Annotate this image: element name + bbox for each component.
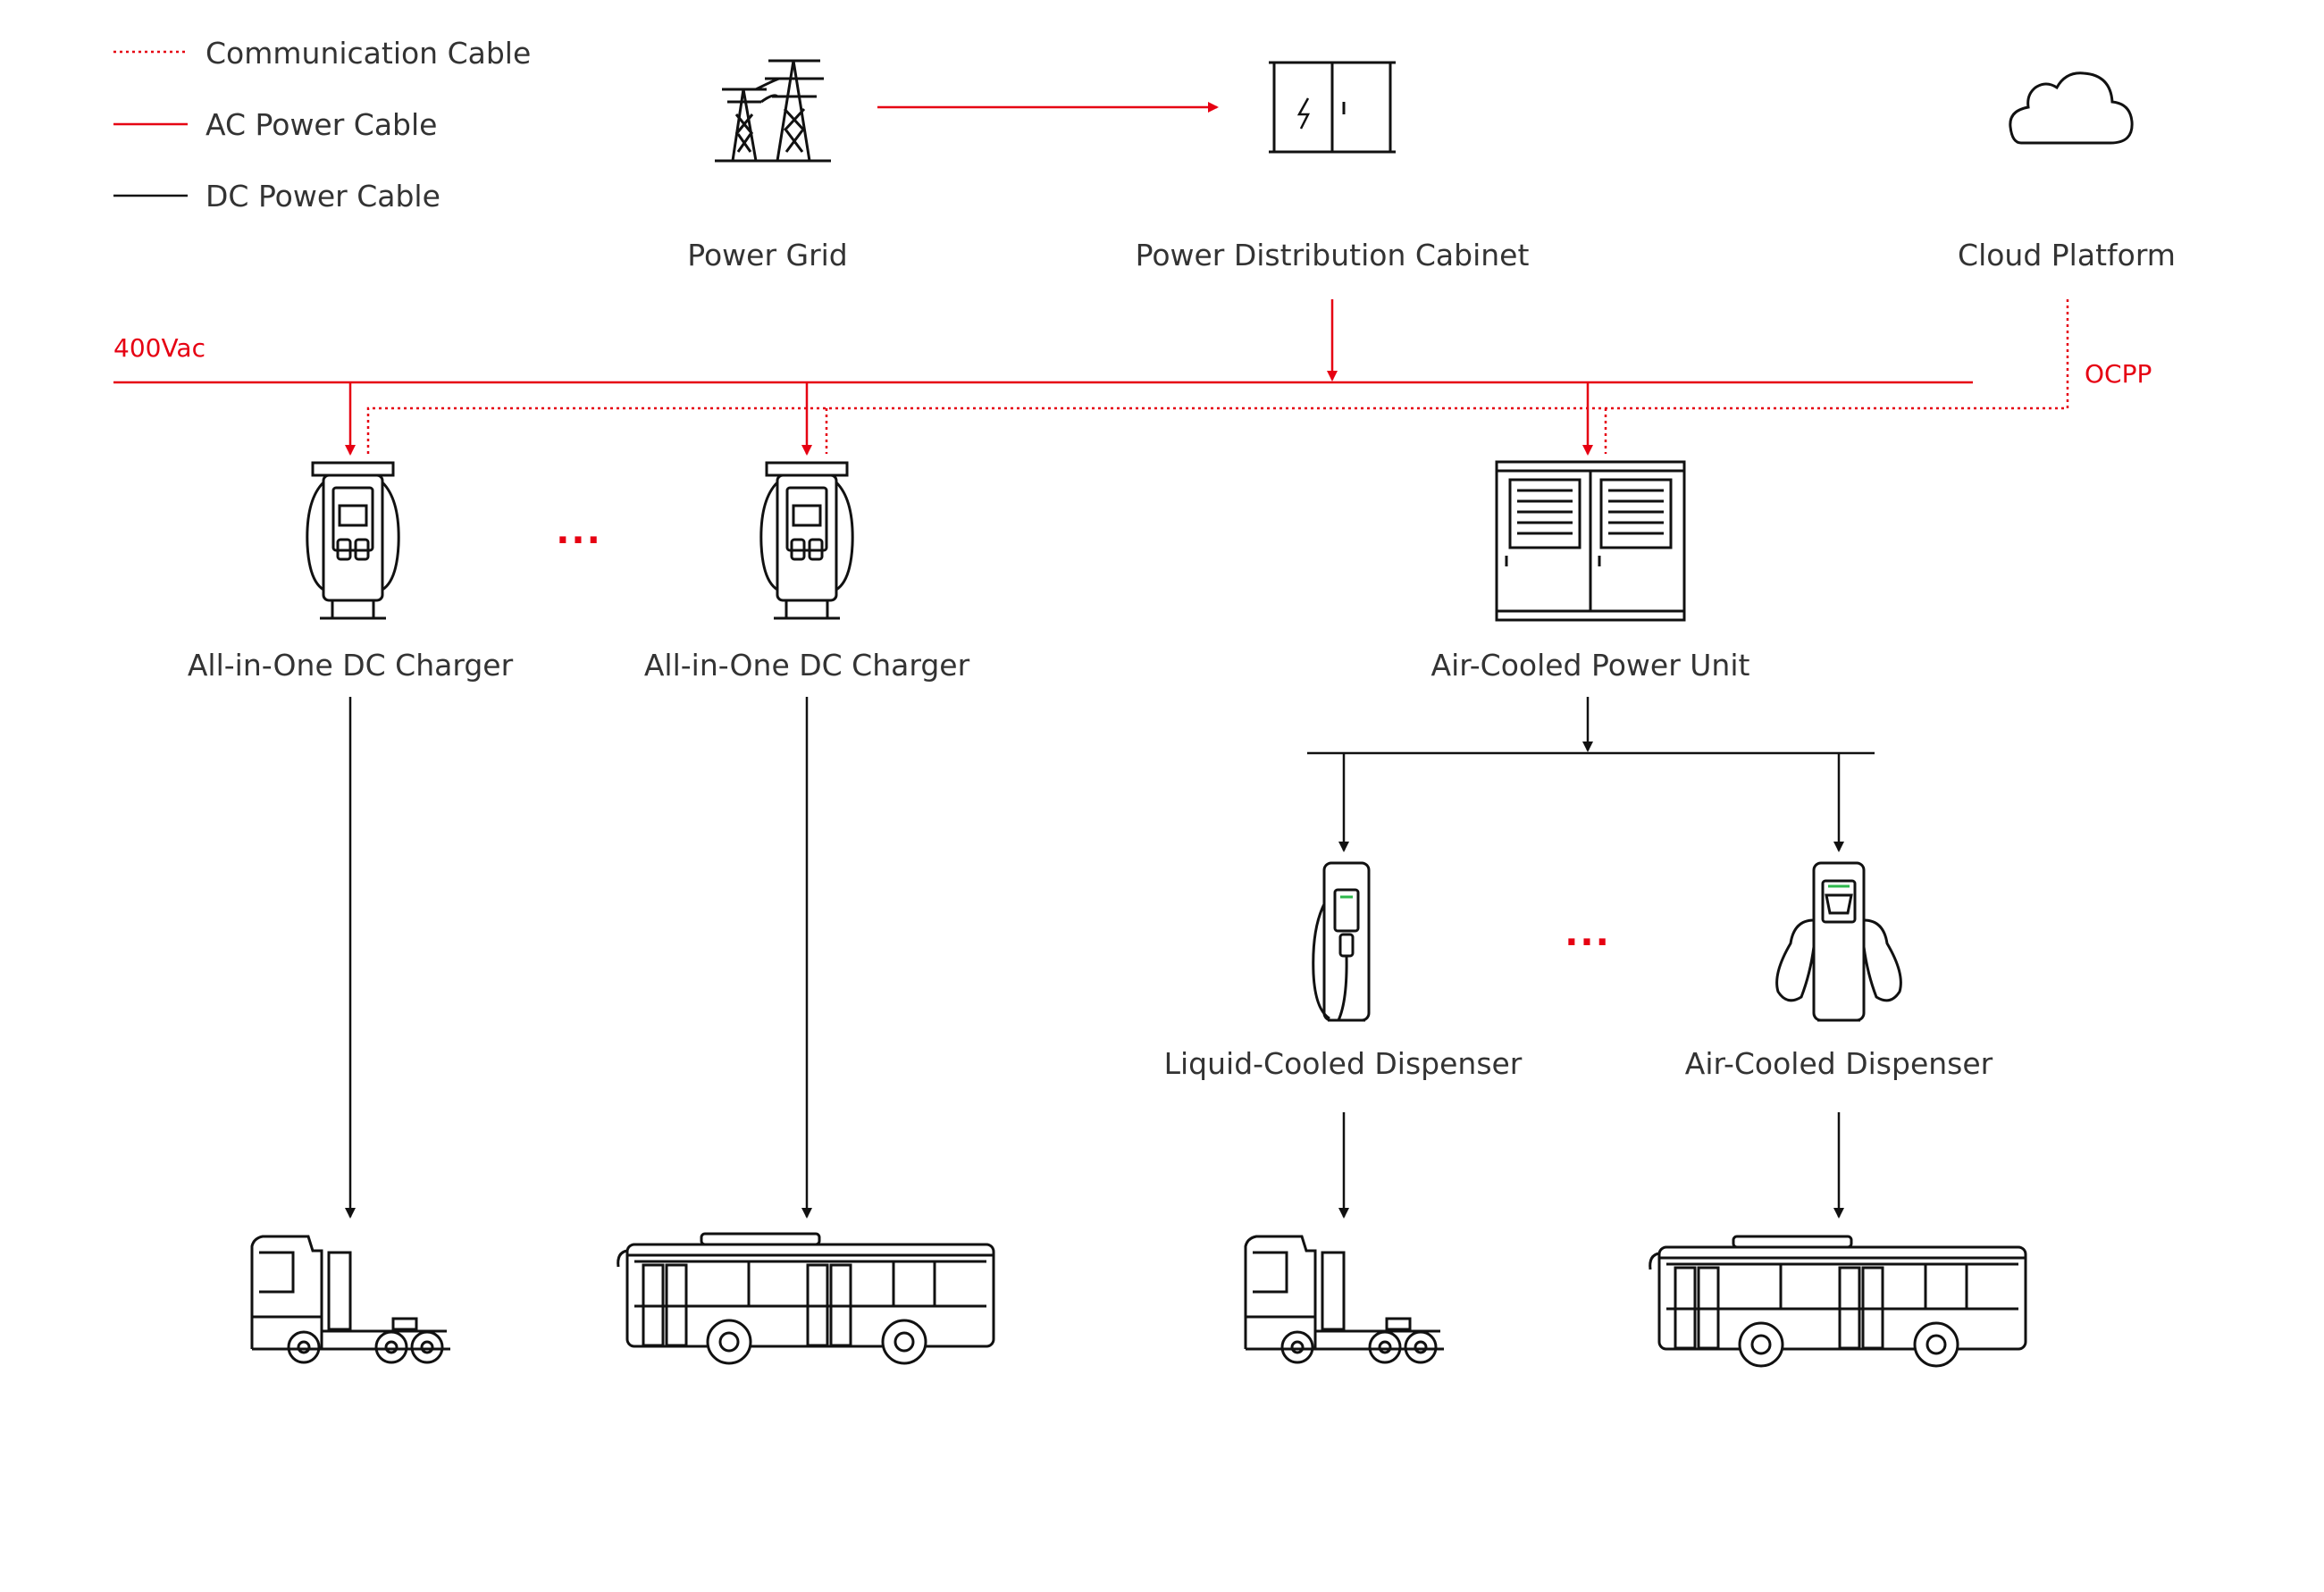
air-dispenser-icon	[1775, 861, 1902, 1022]
power-grid-label: Power Grid	[687, 238, 848, 272]
dc-charger-icon	[306, 461, 400, 620]
cabinet-label: Power Distribution Cabinet	[1135, 238, 1530, 272]
liquid-dispenser-label: Liquid-Cooled Dispenser	[1163, 1046, 1523, 1081]
charger-ellipsis: ...	[556, 511, 602, 552]
truck-icon	[250, 1235, 450, 1364]
cloud-platform-label: Cloud Platform	[1958, 238, 2176, 272]
cabinet-icon	[1269, 61, 1396, 154]
liquid-dispenser-icon	[1312, 861, 1371, 1022]
bus-icon	[1649, 1235, 2027, 1368]
ocpp-label: OCPP	[2085, 359, 2152, 389]
charger-2-label: All-in-One DC Charger	[643, 648, 970, 683]
ocpp-communication-line	[366, 299, 2069, 454]
air-dispenser-label: Air-Cooled Dispenser	[1684, 1046, 1993, 1081]
bus-icon	[617, 1232, 995, 1365]
legend-label-communication: Communication Cable	[206, 36, 532, 71]
legend-lines	[113, 50, 188, 197]
legend-label-dc: DC Power Cable	[206, 179, 440, 214]
power-grid-icon	[715, 59, 831, 163]
legend-label-ac: AC Power Cable	[206, 107, 438, 142]
charger-1-label: All-in-One DC Charger	[187, 648, 514, 683]
dispenser-ellipsis: ...	[1565, 913, 1611, 954]
dc-charger-icon	[759, 461, 854, 620]
power-unit-icon	[1495, 460, 1686, 622]
bus-voltage-label: 400Vac	[113, 333, 206, 363]
truck-icon	[1244, 1235, 1444, 1364]
cloud-icon	[2009, 71, 2134, 145]
power-unit-label: Air-Cooled Power Unit	[1430, 648, 1750, 683]
